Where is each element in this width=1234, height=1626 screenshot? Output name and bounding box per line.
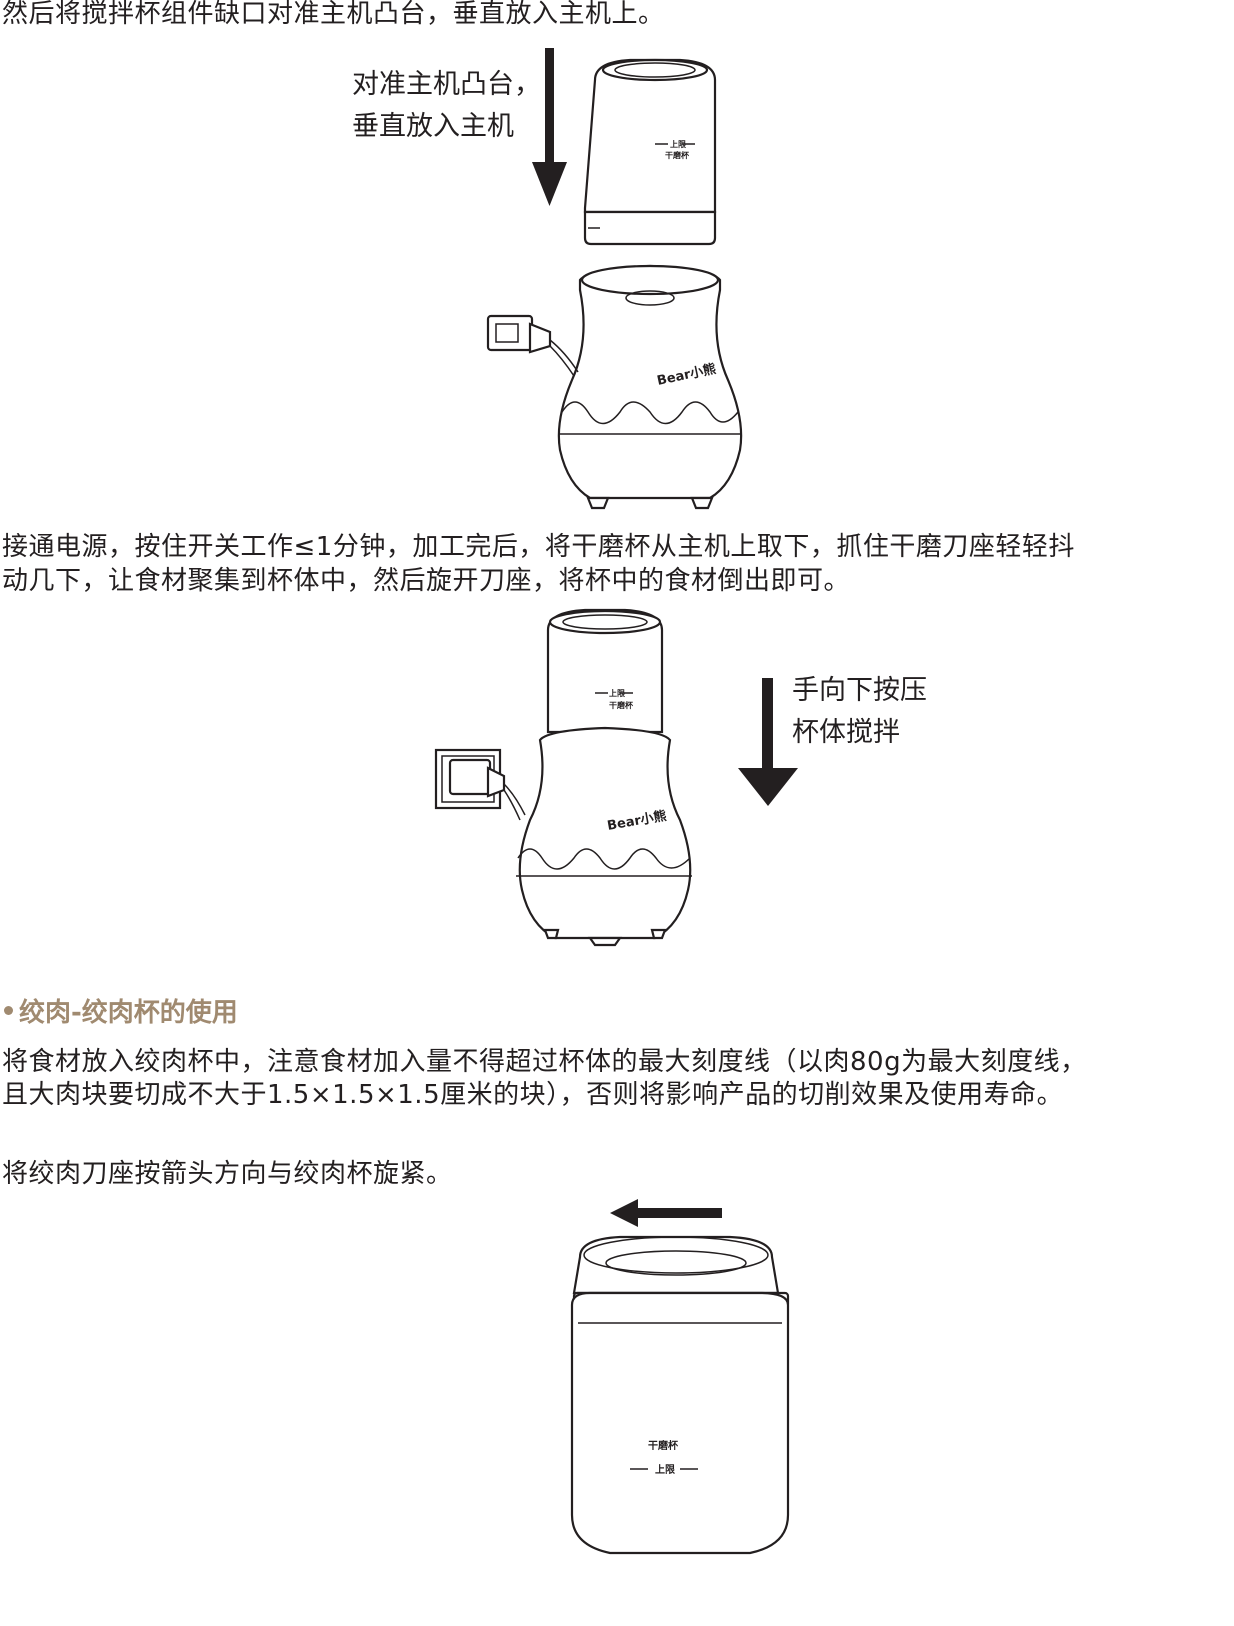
press-callout: 手向下按压 杯体搅拌 <box>792 670 927 754</box>
step-operate-line-2: 动几下，让食材聚集到杯体中，然后旋开刀座，将杯中的食材倒出即可。 <box>2 566 851 596</box>
motor-base-illustration: Bear小熊 <box>557 264 743 510</box>
meat-cup-max-label: 上限 <box>655 1463 676 1476</box>
power-plug-icon <box>486 314 579 377</box>
step-place-cup-text: 然后将搅拌杯组件缺口对准主机凸台，垂直放入主机上。 <box>2 0 665 29</box>
step-meat-line-1: 将食材放入绞肉杯中，注意食材加入量不得超过杯体的最大刻度线（以肉80g为最大刻度… <box>2 1047 1087 1077</box>
down-arrow-icon <box>532 48 567 206</box>
step-operate-line-1: 接通电源，按住开关工作≤1分钟，加工完后，将干磨杯从主机上取下，抓住干磨刀座轻轻… <box>2 532 1075 562</box>
down-arrow-icon <box>738 678 798 806</box>
bullet-icon <box>4 1006 13 1015</box>
figure-place-cup: 上限 干磨杯 Bear小熊 <box>486 48 743 510</box>
section-heading: 绞肉-绞肉杯的使用 <box>4 992 238 1029</box>
svg-text:上限: 上限 <box>609 688 625 698</box>
grinder-cup-illustration: 上限 干磨杯 <box>583 58 717 246</box>
align-callout: 对准主机凸台， 垂直放入主机 <box>352 64 541 148</box>
meat-grinder-cup-illustration: 干磨杯 上限 <box>570 1235 790 1555</box>
figure-meat-cup: 干磨杯 上限 <box>570 1199 790 1555</box>
figure-press-cup: 上限 干磨杯 Bear小熊 <box>434 608 798 947</box>
align-callout-line-1: 对准主机凸台， <box>352 69 541 100</box>
dry-cup-label: 干磨杯 <box>665 150 690 160</box>
align-callout-line-2: 垂直放入主机 <box>352 111 514 142</box>
svg-text:干磨杯: 干磨杯 <box>609 700 634 710</box>
svg-text:上限: 上限 <box>670 139 686 149</box>
section-heading-label: 绞肉-绞肉杯的使用 <box>19 998 238 1028</box>
step-meat-line-2: 且大肉块要切成不大于1.5×1.5×1.5厘米的块），否则将影响产品的切削效果及… <box>2 1080 1064 1110</box>
power-plug-icon <box>448 758 526 821</box>
step-tighten-text: 将绞肉刀座按箭头方向与绞肉杯旋紧。 <box>2 1159 453 1189</box>
meat-cup-dry-label: 干磨杯 <box>648 1439 679 1452</box>
assembled-blender-illustration: 上限 干磨杯 Bear小熊 <box>516 608 692 947</box>
press-callout-line-2: 杯体搅拌 <box>792 717 900 748</box>
press-callout-line-1: 手向下按压 <box>792 675 927 706</box>
left-arrow-icon <box>610 1199 722 1227</box>
